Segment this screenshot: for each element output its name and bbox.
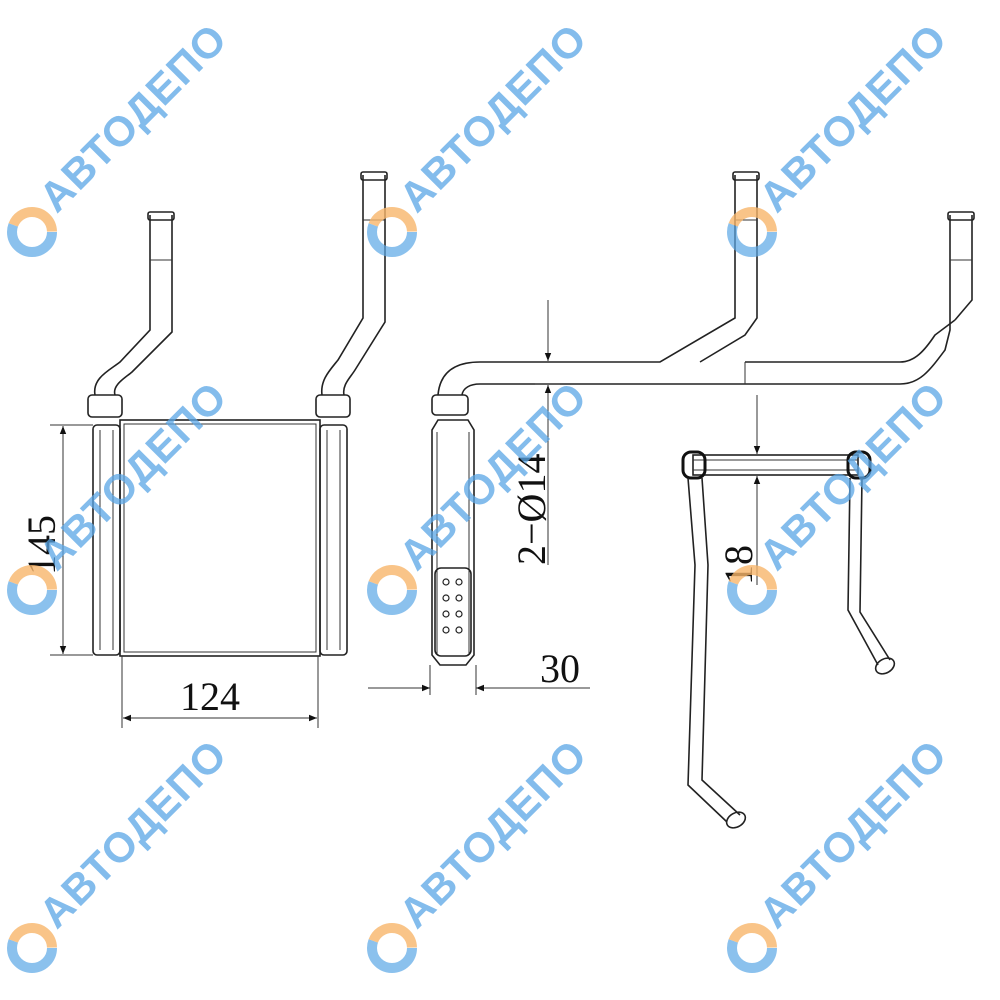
offset-dimension: 18 xyxy=(716,395,761,585)
watermark-logo: АВТОДЕПО xyxy=(732,731,956,968)
pipe-diameter-dimension: 2−Ø14 xyxy=(509,300,560,565)
watermark-logo: АВТОДЕПО xyxy=(732,373,956,610)
watermark-logo: АВТОДЕПО xyxy=(12,15,236,252)
side-view xyxy=(431,171,975,666)
svg-text:АВТОДЕПО: АВТОДЕПО xyxy=(30,731,236,937)
watermarks: АВТОДЕПО АВТОДЕПО АВТОДЕПО АВТОДЕПО АВТО… xyxy=(12,15,956,968)
svg-text:АВТОДЕПО: АВТОДЕПО xyxy=(30,373,236,579)
height-label: 145 xyxy=(19,515,64,575)
height-dimension: 145 xyxy=(19,424,93,656)
pipe-diameter-label: 2−Ø14 xyxy=(509,454,554,565)
svg-text:АВТОДЕПО: АВТОДЕПО xyxy=(390,15,596,221)
svg-text:АВТОДЕПО: АВТОДЕПО xyxy=(750,731,956,937)
watermark-logo: АВТОДЕПО xyxy=(372,731,596,968)
width-dimension: 124 xyxy=(121,656,319,728)
depth-dimension: 30 xyxy=(368,646,590,695)
watermark-logo: АВТОДЕПО xyxy=(732,15,956,252)
watermark-logo: АВТОДЕПО xyxy=(12,731,236,968)
watermark-logo: АВТОДЕПО xyxy=(372,373,596,610)
svg-text:АВТОДЕПО: АВТОДЕПО xyxy=(30,15,236,221)
width-label: 124 xyxy=(180,674,240,719)
svg-text:АВТОДЕПО: АВТОДЕПО xyxy=(750,15,956,221)
depth-label: 30 xyxy=(540,646,580,691)
svg-text:АВТОДЕПО: АВТОДЕПО xyxy=(390,373,596,579)
svg-text:АВТОДЕПО: АВТОДЕПО xyxy=(390,731,596,937)
bottom-view xyxy=(681,450,896,829)
watermark-logo: АВТОДЕПО xyxy=(372,15,596,252)
front-view xyxy=(87,171,388,657)
